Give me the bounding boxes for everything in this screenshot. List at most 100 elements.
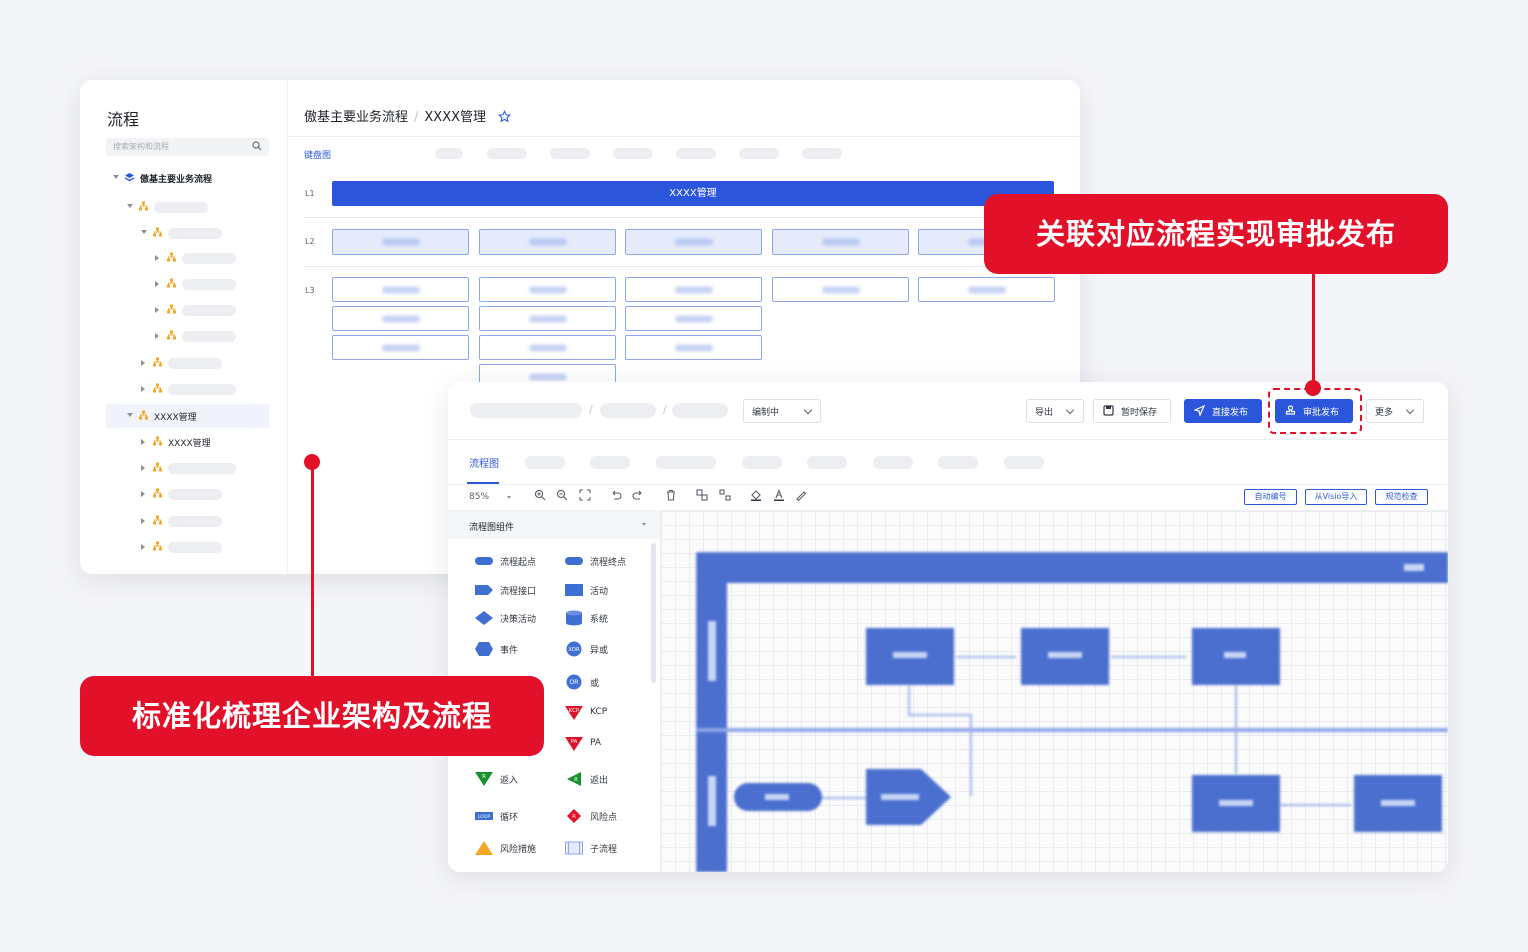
tree-item[interactable]	[155, 251, 295, 265]
sidebar-search-input[interactable]: 搜索架构和流程	[106, 138, 269, 156]
zoom-level[interactable]: 85%	[469, 492, 490, 502]
tree-item[interactable]	[141, 514, 281, 528]
tree-item[interactable]	[127, 200, 267, 214]
caret-down-icon	[113, 175, 119, 179]
breadcrumb: 傲基主要业务流程/XXXX管理	[304, 106, 512, 125]
l3-process-box[interactable]	[332, 277, 469, 302]
tree-item[interactable]	[141, 487, 281, 501]
palette-scrollbar[interactable]	[651, 543, 656, 683]
swimlane-diagram[interactable]	[661, 511, 1448, 872]
star-icon[interactable]	[498, 110, 512, 123]
tab-placeholder[interactable]	[656, 456, 716, 469]
l3-process-box[interactable]	[332, 306, 469, 331]
l3-process-box[interactable]	[479, 277, 616, 302]
tab-placeholder[interactable]	[807, 456, 847, 469]
l1-process-bar[interactable]: XXXX管理	[332, 181, 1054, 206]
tree-item[interactable]	[141, 382, 281, 396]
tab-placeholder[interactable]	[613, 148, 653, 159]
tab-keyboard-map[interactable]: 键盘图	[304, 151, 332, 161]
tree-label: XXXX管理	[168, 439, 211, 449]
tree-item-selected[interactable]: XXXX管理	[127, 409, 267, 423]
search-placeholder: 搜索架构和流程	[113, 142, 169, 151]
tree-label: XXXX管理	[154, 413, 197, 423]
palette-label: KCP	[590, 707, 608, 717]
tree-item-root[interactable]: 傲基主要业务流程	[113, 171, 273, 185]
l3-process-box[interactable]	[479, 306, 616, 331]
export-button[interactable]: 导出	[1026, 399, 1084, 423]
tab-placeholder[interactable]	[739, 148, 779, 159]
palette-label: PA	[590, 738, 602, 748]
approve-publish-label: 审批发布	[1303, 408, 1340, 418]
tab-placeholder[interactable]	[676, 148, 716, 159]
standard-check-button[interactable]: 规范检查	[1375, 489, 1428, 505]
status-select[interactable]: 编制中	[743, 399, 821, 423]
flowchart-canvas[interactable]	[661, 511, 1448, 872]
tree-item[interactable]	[155, 329, 295, 343]
l3-process-box[interactable]	[625, 277, 762, 302]
l3-process-box[interactable]	[772, 277, 909, 302]
ungroup-icon[interactable]	[719, 489, 731, 501]
palette-header[interactable]: 流程图组件	[448, 511, 660, 539]
undo-icon[interactable]	[610, 489, 622, 501]
tree-item-child[interactable]: XXXX管理	[141, 435, 271, 449]
l3-process-box[interactable]	[625, 335, 762, 360]
tree-label-placeholder	[168, 358, 222, 369]
palette-label: 流程接口	[500, 587, 537, 597]
l2-process-box[interactable]	[332, 229, 469, 255]
palette-label: 循环	[500, 813, 519, 823]
delete-icon[interactable]	[665, 489, 677, 501]
tree-item[interactable]	[141, 540, 281, 554]
tab-placeholder[interactable]	[742, 456, 782, 469]
import-visio-button[interactable]: 从Visio导入	[1305, 489, 1367, 505]
save-draft-button[interactable]: 暂时保存	[1093, 399, 1171, 423]
font-color-icon[interactable]	[773, 489, 785, 501]
direct-publish-button[interactable]: 直接发布	[1184, 399, 1262, 423]
line-style-icon[interactable]	[795, 489, 807, 501]
caret-right-icon	[141, 491, 145, 497]
tab-placeholder[interactable]	[487, 148, 527, 159]
blurred-label	[674, 315, 713, 322]
fit-screen-icon[interactable]	[579, 489, 591, 501]
l3-process-box[interactable]	[479, 335, 616, 360]
tab-placeholder[interactable]	[1004, 456, 1044, 469]
l3-process-box[interactable]	[332, 335, 469, 360]
tree-item[interactable]	[141, 226, 281, 240]
tab-placeholder[interactable]	[590, 456, 630, 469]
breadcrumb-root[interactable]: 傲基主要业务流程	[304, 110, 409, 125]
l3-process-box[interactable]	[918, 277, 1055, 302]
tree-item[interactable]	[141, 356, 281, 370]
redo-icon[interactable]	[632, 489, 644, 501]
caret-right-icon	[141, 386, 145, 392]
level-divider	[304, 217, 1064, 218]
zoom-out-icon[interactable]	[556, 489, 568, 501]
breadcrumb-placeholder[interactable]	[600, 403, 656, 418]
group-icon[interactable]	[696, 489, 708, 501]
tab-flowchart[interactable]: 流程图	[469, 459, 499, 470]
end-terminal-icon	[565, 557, 583, 565]
tree-item[interactable]	[141, 461, 281, 475]
tab-placeholder[interactable]	[525, 456, 565, 469]
tree-item[interactable]	[155, 303, 295, 317]
auto-number-button[interactable]: 自动编号	[1244, 489, 1297, 505]
l2-process-box[interactable]	[625, 229, 762, 255]
tree-item[interactable]	[155, 277, 295, 291]
tab-placeholder[interactable]	[435, 148, 463, 159]
zoom-in-icon[interactable]	[534, 489, 546, 501]
l2-process-box[interactable]	[479, 229, 616, 255]
breadcrumb-placeholder[interactable]	[672, 403, 728, 418]
zoom-dropdown-icon[interactable]	[507, 496, 511, 499]
tab-placeholder[interactable]	[550, 148, 590, 159]
save-draft-label: 暂时保存	[1121, 408, 1158, 418]
palette-label: 系统	[590, 615, 609, 625]
tab-placeholder[interactable]	[802, 148, 842, 159]
tab-placeholder[interactable]	[873, 456, 913, 469]
l3-process-box[interactable]	[625, 306, 762, 331]
tab-placeholder[interactable]	[938, 456, 978, 469]
callout-connector	[1312, 272, 1315, 384]
approve-publish-button[interactable]: 审批发布	[1275, 399, 1353, 423]
breadcrumb-placeholder[interactable]	[470, 403, 582, 418]
blurred-label	[381, 344, 420, 351]
more-button[interactable]: 更多	[1366, 399, 1424, 423]
l2-process-box[interactable]	[772, 229, 909, 255]
fill-color-icon[interactable]	[750, 489, 762, 501]
